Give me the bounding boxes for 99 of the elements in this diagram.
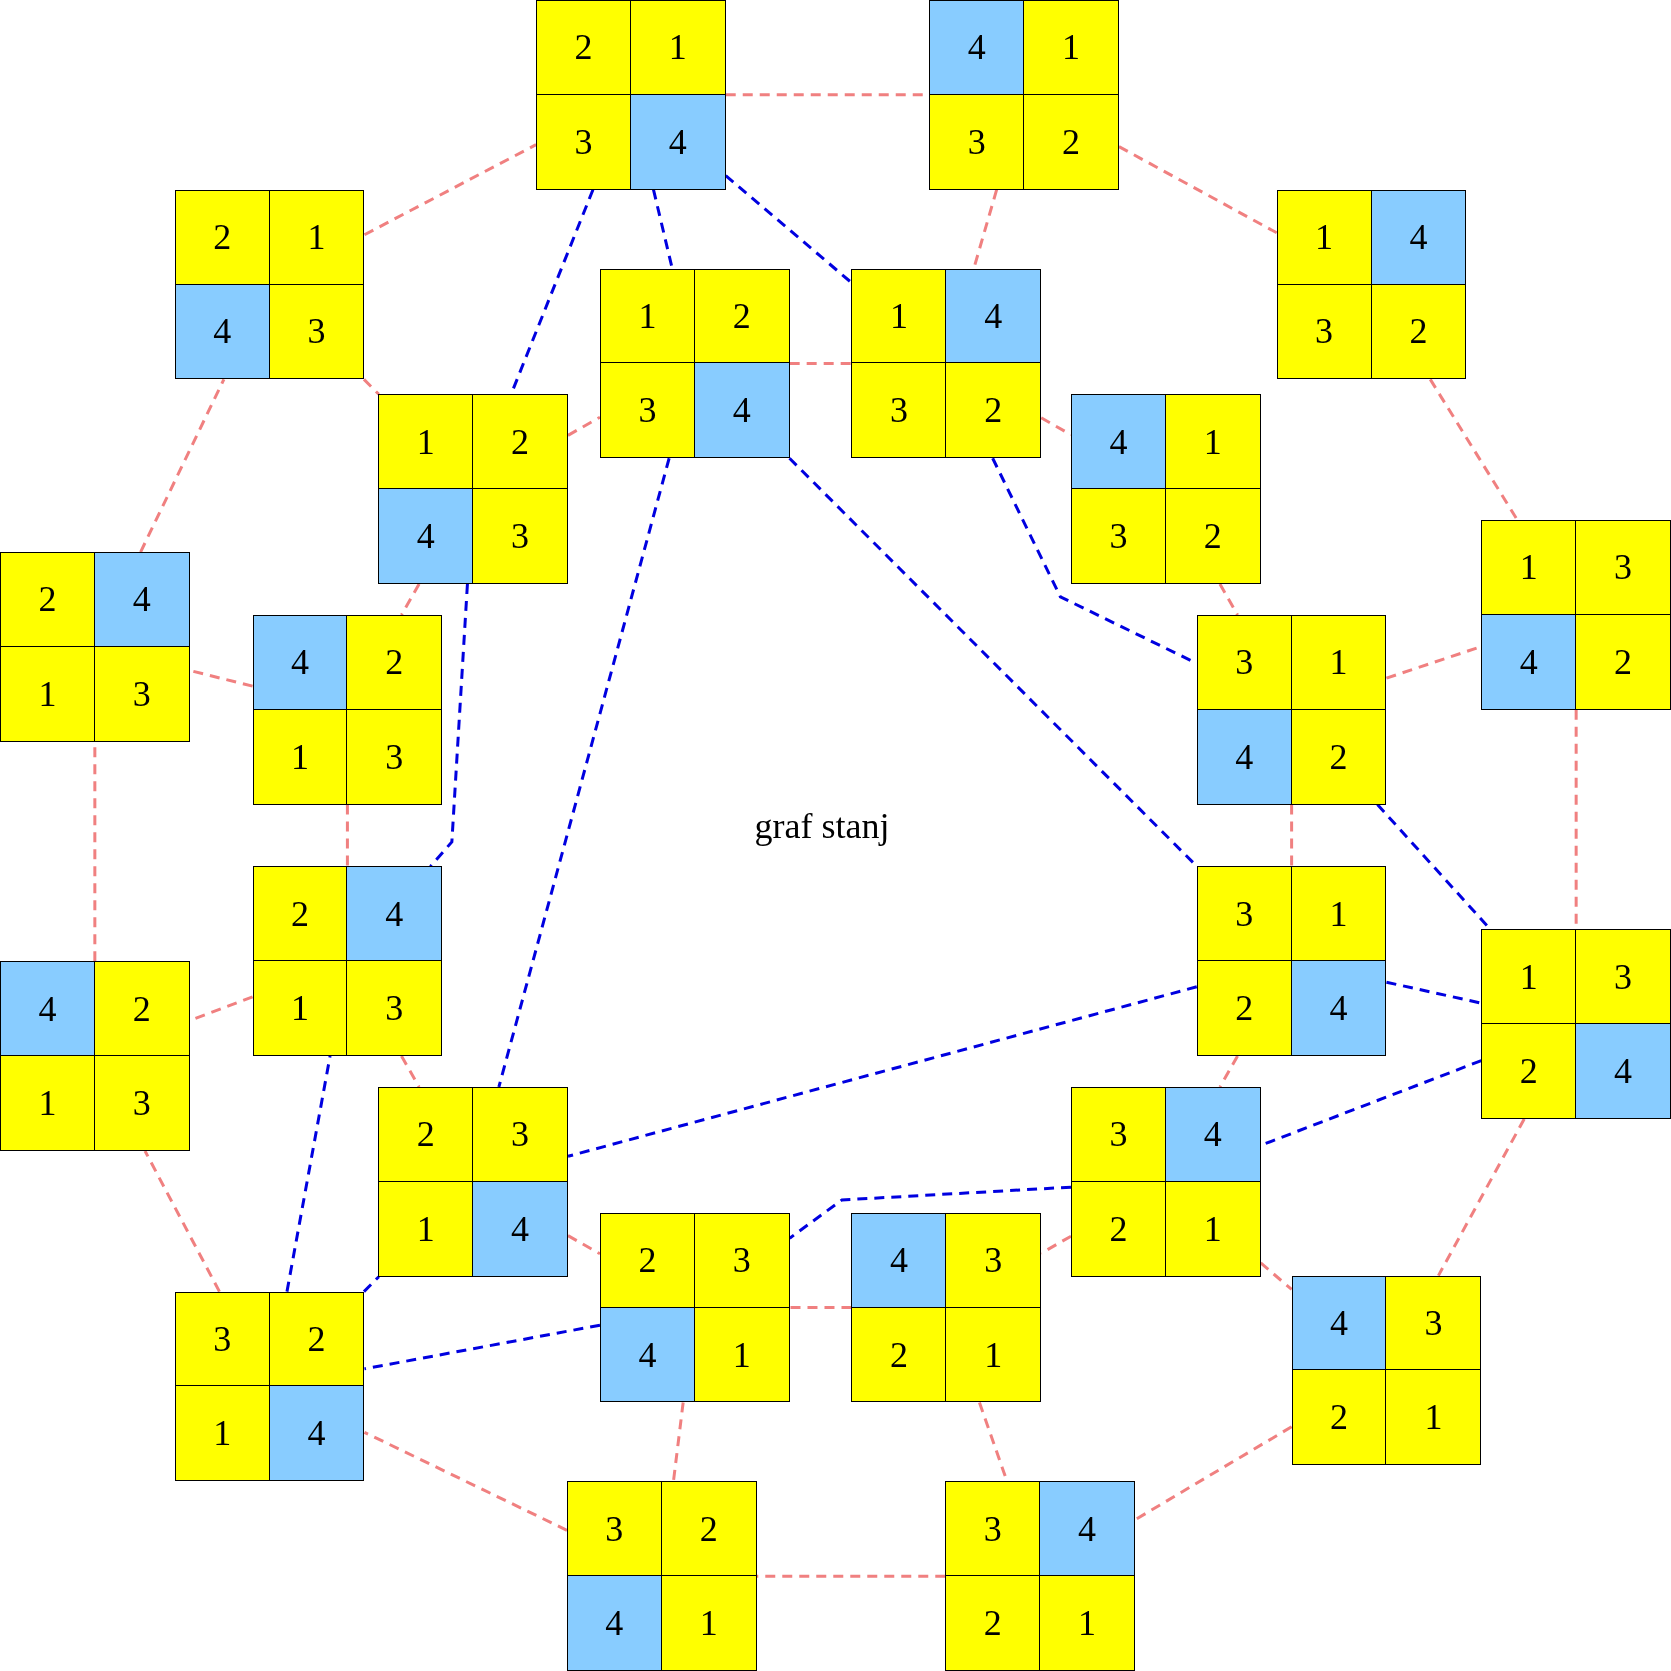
grid-cell: 4 <box>269 1386 364 1481</box>
dashed-connector <box>364 1323 601 1371</box>
dashed-connector <box>143 1150 221 1293</box>
puzzle-grid <box>851 268 1042 459</box>
dashed-connector <box>429 583 469 868</box>
puzzle-grid <box>0 552 190 742</box>
dashed-connector <box>756 1574 946 1578</box>
puzzle-grid <box>174 1291 365 1482</box>
dashed-connector <box>139 378 226 553</box>
grid-cell: 2 <box>253 867 348 962</box>
puzzle-grid <box>1291 1275 1482 1466</box>
grid-cell: 4 <box>1 962 95 1057</box>
dashed-connector <box>567 1234 601 1256</box>
puzzle-grid <box>0 961 190 1151</box>
grid-cell: 4 <box>852 1213 947 1308</box>
dashed-connector <box>789 361 852 365</box>
puzzle-grid <box>1196 614 1387 805</box>
puzzle-grid <box>1196 866 1387 1057</box>
puzzle-grid <box>378 394 568 584</box>
puzzle-grid <box>599 1212 790 1403</box>
grid-cell: 3 <box>946 1482 1041 1577</box>
dashed-connector <box>362 378 380 396</box>
dashed-connector <box>363 143 537 237</box>
grid-cell: 4 <box>175 284 270 379</box>
grid-cell: 1 <box>1277 190 1372 285</box>
dashed-connector <box>400 1055 421 1088</box>
grid-cell: 4 <box>473 1181 567 1276</box>
dashed-connector <box>285 1055 332 1292</box>
grid-cell: 2 <box>1 553 95 647</box>
puzzle-grid <box>174 189 365 380</box>
dashed-connector <box>345 804 349 867</box>
puzzle-grid <box>1481 929 1671 1119</box>
grid-cell: 4 <box>946 269 1041 364</box>
grid-cell: 4 <box>1292 1276 1387 1371</box>
grid-cell: 4 <box>1040 1482 1134 1577</box>
dashed-connector <box>671 1402 685 1482</box>
puzzle-grid <box>1481 520 1671 710</box>
grid-cell: 4 <box>600 1307 695 1402</box>
grid-cell: 4 <box>347 867 442 962</box>
grid-cell: 4 <box>567 1576 662 1670</box>
grid-cell: 4 <box>1576 1024 1670 1118</box>
grid-cell: 4 <box>1165 1088 1260 1182</box>
grid-cell: 1 <box>1482 930 1577 1025</box>
dashed-connector <box>567 985 1198 1158</box>
grid-cell: 3 <box>1197 867 1292 962</box>
grid-cell: 1 <box>1482 521 1577 615</box>
grid-cell: 4 <box>1197 709 1292 804</box>
dashed-connector <box>1437 1118 1526 1277</box>
dashed-connector <box>363 1431 568 1532</box>
puzzle-grid <box>945 1481 1135 1671</box>
dashed-connector <box>362 1275 380 1293</box>
dashed-connector <box>1218 1055 1239 1088</box>
puzzle-grid <box>378 1087 568 1277</box>
puzzle-grid <box>599 268 790 459</box>
puzzle-grid <box>1071 394 1261 584</box>
puzzle-grid <box>252 866 443 1057</box>
puzzle-grid <box>1276 189 1467 380</box>
grid-cell: 3 <box>567 1482 662 1577</box>
grid-cell: 3 <box>1072 1088 1166 1182</box>
dashed-connector <box>1386 980 1482 1005</box>
dashed-connector <box>652 189 674 269</box>
grid-cell: 4 <box>630 94 725 189</box>
grid-cell: 2 <box>600 1213 695 1308</box>
grid-cell: 2 <box>537 1 631 95</box>
grid-cell: 3 <box>175 1292 270 1387</box>
grid-cell: 1 <box>600 269 695 364</box>
puzzle-grid <box>566 1481 757 1671</box>
grid-cell: 1 <box>379 395 474 490</box>
grid-cell: 4 <box>1291 961 1386 1056</box>
dashed-connector <box>567 415 601 437</box>
puzzle-grid <box>252 614 443 805</box>
puzzle-grid <box>851 1212 1042 1403</box>
grid-cell: 4 <box>94 553 189 647</box>
dashed-connector <box>788 1185 1072 1240</box>
grid-cell: 4 <box>1482 614 1577 709</box>
grid-cell: 4 <box>1371 190 1466 285</box>
dashed-connector <box>1429 378 1519 521</box>
grid-cell: 3 <box>1197 615 1292 710</box>
grid-cell: 4 <box>253 615 348 710</box>
dashed-connector <box>789 1306 852 1310</box>
dashed-connector <box>1134 1425 1293 1522</box>
grid-cell: 2 <box>175 190 270 285</box>
grid-cell: 4 <box>379 489 474 583</box>
dashed-connector <box>1259 1261 1293 1291</box>
puzzle-grid <box>536 0 726 190</box>
grid-cell: 4 <box>1072 395 1166 490</box>
dashed-connector <box>1290 804 1294 867</box>
dashed-connector <box>400 583 421 616</box>
grid-cell: 4 <box>930 1 1025 95</box>
dashed-connector <box>1118 145 1278 235</box>
dashed-connector <box>724 174 853 284</box>
puzzle-grid <box>929 0 1119 190</box>
grid-cell: 1 <box>852 269 947 364</box>
dashed-connector <box>1218 583 1239 616</box>
grid-cell: 2 <box>379 1088 474 1182</box>
puzzle-grid <box>1071 1087 1261 1277</box>
dashed-connector <box>497 457 671 1088</box>
graph-title: graf stanj <box>754 805 890 849</box>
grid-cell: 4 <box>694 363 789 458</box>
